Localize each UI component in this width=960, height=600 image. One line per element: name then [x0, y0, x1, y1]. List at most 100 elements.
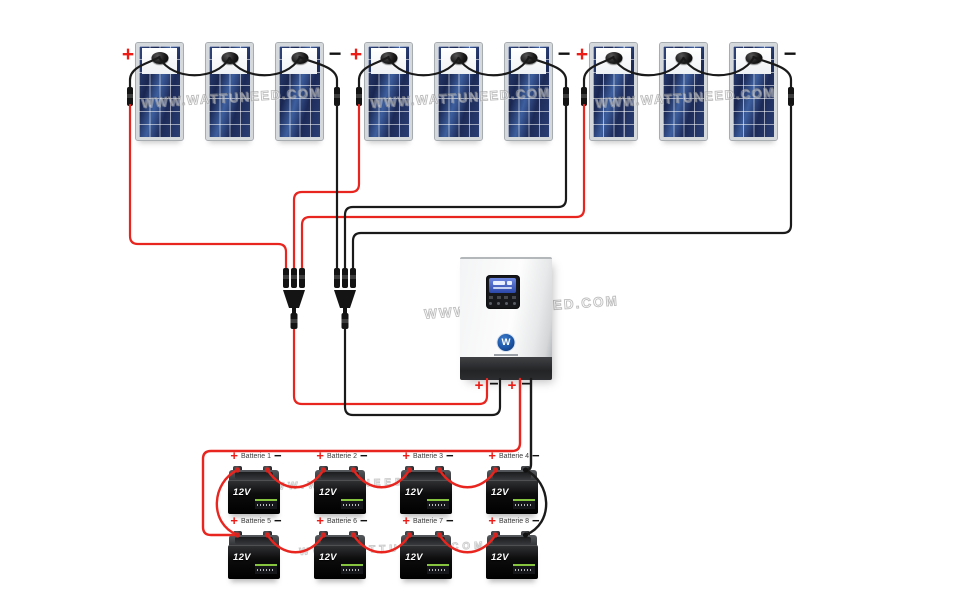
battery-8: +Batterie 8− 12V — [486, 514, 540, 579]
battery-minus-sign: − — [445, 513, 454, 528]
battery-minus-sign: − — [531, 513, 540, 528]
battery-4: +Batterie 4− 12V — [486, 449, 540, 514]
inverter-display — [486, 275, 520, 309]
solar-panel — [135, 42, 184, 141]
battery-label: +Batterie 8− — [482, 513, 546, 528]
battery-body: 12V — [486, 480, 538, 514]
battery-label: +Batterie 7− — [396, 513, 460, 528]
battery-plus-sign: + — [402, 448, 411, 463]
string1-minus-sign: − — [328, 41, 342, 66]
battery-name: Batterie 1 — [241, 452, 271, 460]
battery-brand-label — [341, 499, 363, 509]
battery-body: 12V — [314, 480, 366, 514]
inverter-button — [496, 296, 501, 299]
battery-brand-label — [255, 499, 277, 509]
inverter-pv-minus-terminal: − — [489, 376, 499, 393]
battery-plus-sign: + — [402, 513, 411, 528]
battery-label: +Batterie 5− — [224, 513, 288, 528]
battery-name: Batterie 2 — [327, 452, 357, 460]
battery-voltage: 12V — [491, 552, 509, 563]
junction-box-icon — [291, 52, 308, 64]
battery-plus-sign: + — [488, 448, 497, 463]
battery-name: Batterie 6 — [327, 517, 357, 525]
battery-body: 12V — [314, 545, 366, 579]
battery-6: +Batterie 6− 12V — [314, 514, 368, 579]
inverter-button — [511, 296, 516, 299]
inverter-bat-plus-terminal: + — [507, 377, 517, 394]
inverter-led — [513, 302, 516, 305]
string1-plus-sign: + — [121, 43, 135, 66]
inverter-button — [504, 296, 509, 299]
battery-name: Batterie 5 — [241, 517, 271, 525]
pv-negative-wires — [335, 103, 793, 417]
string2-minus-sign: − — [557, 41, 571, 66]
battery-voltage: 12V — [233, 487, 251, 498]
brand-logo-icon: W — [496, 333, 516, 352]
junction-box-icon — [745, 52, 762, 64]
battery-body: 12V — [486, 545, 538, 579]
solar-panel — [364, 42, 413, 141]
battery-7: +Batterie 7− 12V — [400, 514, 454, 579]
junction-box-icon — [221, 52, 238, 64]
battery-name: Batterie 8 — [499, 517, 529, 525]
inverter-led — [489, 302, 492, 305]
battery-plus-sign: + — [316, 448, 325, 463]
junction-box-icon — [380, 52, 397, 64]
y-branch-combiner-negative — [334, 268, 356, 329]
battery-plus-sign: + — [230, 513, 239, 528]
solar-panel — [589, 42, 638, 141]
battery-voltage: 12V — [405, 487, 423, 498]
battery-minus-sign: − — [445, 448, 454, 463]
battery-label: +Batterie 2− — [310, 448, 374, 463]
battery-brand-label — [255, 564, 277, 574]
inverter-terminal-panel — [460, 357, 552, 380]
junction-box-icon — [675, 52, 692, 64]
battery-label: +Batterie 1− — [224, 448, 288, 463]
battery-voltage: 12V — [491, 487, 509, 498]
battery-plus-sign: + — [316, 513, 325, 528]
junction-box-icon — [450, 52, 467, 64]
battery-body: 12V — [228, 480, 280, 514]
brand-logo-text — [494, 354, 518, 356]
battery-brand-label — [427, 499, 449, 509]
battery-voltage: 12V — [405, 552, 423, 563]
battery-body: 12V — [228, 545, 280, 579]
battery-2: +Batterie 2− 12V — [314, 449, 368, 514]
junction-box-icon — [605, 52, 622, 64]
battery-voltage: 12V — [319, 552, 337, 563]
inverter-lcd-screen — [489, 278, 516, 293]
string3-plus-sign: + — [575, 43, 589, 66]
inverter-button — [489, 296, 493, 299]
junction-box-icon — [520, 52, 537, 64]
battery-name: Batterie 7 — [413, 517, 443, 525]
battery-brand-label — [513, 564, 535, 574]
battery-minus-sign: − — [273, 513, 282, 528]
battery-label: +Batterie 3− — [396, 448, 460, 463]
battery-minus-sign: − — [273, 448, 282, 463]
string2-plus-sign: + — [349, 43, 363, 66]
battery-body: 12V — [400, 480, 452, 514]
battery-minus-sign: − — [531, 448, 540, 463]
battery-voltage: 12V — [233, 552, 251, 563]
battery-minus-sign: − — [359, 448, 368, 463]
battery-1: +Batterie 1− 12V — [228, 449, 282, 514]
junction-box-icon — [151, 52, 168, 64]
battery-name: Batterie 3 — [413, 452, 443, 460]
inverter-led — [505, 302, 508, 305]
battery-5: +Batterie 5− 12V — [228, 514, 282, 579]
battery-name: Batterie 4 — [499, 452, 529, 460]
battery-voltage: 12V — [319, 487, 337, 498]
battery-label: +Batterie 4− — [482, 448, 546, 463]
inverter-bat-minus-terminal: − — [521, 376, 531, 393]
inverter-led — [497, 302, 500, 305]
battery-top — [487, 535, 537, 547]
battery-plus-sign: + — [230, 448, 239, 463]
battery-body: 12V — [400, 545, 452, 579]
y-branch-combiner-positive — [283, 268, 305, 329]
battery-brand-label — [341, 564, 363, 574]
inverter: W — [460, 257, 552, 380]
battery-brand-label — [427, 564, 449, 574]
battery-plus-sign: + — [488, 513, 497, 528]
battery-label: +Batterie 6− — [310, 513, 374, 528]
